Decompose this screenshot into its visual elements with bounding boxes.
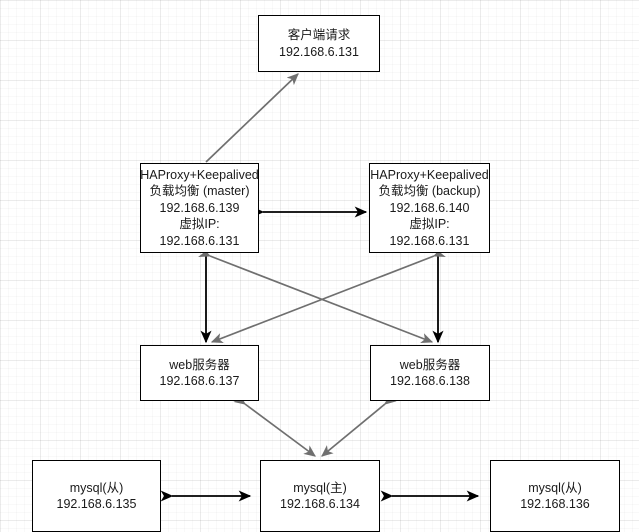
node-text-line: mysql(从) (528, 480, 582, 495)
edge-haproxy-master-to-client (205, 73, 299, 163)
mysql-slave-135: mysql(从) 192.168.6.135 (32, 460, 161, 532)
node-text-line: 负载均衡 (master) (149, 184, 250, 199)
node-text-line: 192.168.6.135 (56, 497, 137, 511)
node-text-line: 192.168.6.131 (389, 233, 470, 248)
mysql-slave-136: mysql(从) 192.168.136 (490, 460, 620, 532)
node-text-line: HAProxy+Keepalived (140, 167, 259, 182)
mysql-master-134: mysql(主) 192.168.6.134 (260, 460, 380, 532)
node-text-line: 192.168.6.131 (279, 44, 359, 59)
node-text-line: 虚拟IP: (409, 217, 450, 232)
node-text-line: 负载均衡 (backup) (378, 184, 481, 199)
node-text-line: mysql(主) (293, 480, 347, 495)
node-text-line: web服务器 (399, 357, 461, 372)
edge-haproxy-master-to-web2 (198, 247, 434, 344)
node-text-line: 192.168.6.134 (280, 497, 360, 511)
web-server-137: web服务器 192.168.6.137 (140, 345, 259, 401)
edge-web2-to-mysql-master (321, 393, 397, 457)
node-text-line: 192.168.136 (520, 497, 590, 511)
node-text-line: HAProxy+Keepalived (370, 167, 489, 182)
edge-web1-to-mysql-master (233, 393, 316, 457)
node-text-line: 192.168.6.138 (390, 374, 470, 388)
node-text-line: 192.168.6.140 (389, 200, 470, 215)
node-text-line: web服务器 (169, 357, 230, 372)
client-request: 客户端请求 192.168.6.131 (258, 15, 380, 72)
web-server-138: web服务器 192.168.6.138 (370, 345, 490, 401)
node-text-line: 客户端请求 (287, 28, 351, 42)
edge-haproxy-backup-to-web1 (210, 247, 446, 344)
node-text-line: 192.168.6.131 (159, 233, 240, 248)
node-text-line: 192.168.6.137 (159, 374, 240, 388)
node-text-line: 192.168.6.139 (159, 200, 240, 215)
node-text-line: mysql(从) (69, 480, 124, 495)
node-text-line: 虚拟IP: (179, 217, 220, 232)
